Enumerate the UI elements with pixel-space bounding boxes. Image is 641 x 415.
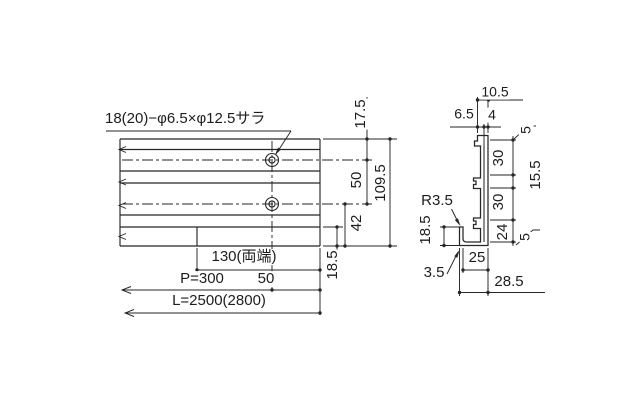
dim-25-label: 25 <box>467 249 487 267</box>
dim-50-vertical-label: 50 <box>348 170 366 190</box>
thickness-leader-arrow <box>454 250 460 258</box>
dim-50-horizontal-label: 50 <box>256 270 276 288</box>
dim-42-label: 42 <box>348 213 366 233</box>
plan-dimension-dots <box>195 137 392 315</box>
break-ticks <box>117 146 127 240</box>
plan-dimension-lines <box>106 97 397 315</box>
dim-130-label: 130(両端) <box>210 248 278 266</box>
radius-r3-5-label: R3.5 <box>420 192 454 210</box>
dim-5-top-label: 5 <box>517 125 534 135</box>
plan-centerlines <box>122 159 372 205</box>
dim-10-5-label: 10.5 <box>480 83 510 100</box>
dim-3-5-label: 3.5 <box>422 264 446 282</box>
dim-p300-label: P=300 <box>179 270 225 288</box>
hole-leader-arrow <box>275 147 281 155</box>
section-profile <box>458 134 489 247</box>
dim-30-lower-label: 30 <box>490 192 508 212</box>
section-dimension-dots <box>442 98 515 295</box>
hole-note-label: 18(20)−φ6.5×φ12.5サラ <box>105 107 266 128</box>
dim-24-label: 24 <box>494 222 512 242</box>
section-dimension-lines <box>440 97 545 296</box>
countersunk-holes <box>264 152 280 212</box>
dim-17-5-label: 17.5 <box>352 98 370 130</box>
dim-4-label: 4 <box>487 106 497 123</box>
dim-18-5-section-label: 18.5 <box>417 214 435 246</box>
dim-28-5-label: 28.5 <box>493 273 525 291</box>
plan-view <box>106 97 397 317</box>
dimension-arrows-left <box>120 286 135 317</box>
dim-109-5-label: 109.5 <box>372 163 390 203</box>
plan-rail-outline <box>119 138 321 247</box>
dim-18-5-plan-label: 18.5 <box>324 249 342 281</box>
dim-6-5-label: 6.5 <box>453 105 475 122</box>
dim-5-bottom-label: 5 <box>516 232 533 242</box>
section-view <box>440 97 545 296</box>
dim-length-label: L=2500(2800) <box>171 292 267 310</box>
radius-leader-arrow <box>454 218 461 226</box>
dim-15-5-label: 15.5 <box>527 159 545 191</box>
dim-30-upper-label: 30 <box>490 148 508 168</box>
